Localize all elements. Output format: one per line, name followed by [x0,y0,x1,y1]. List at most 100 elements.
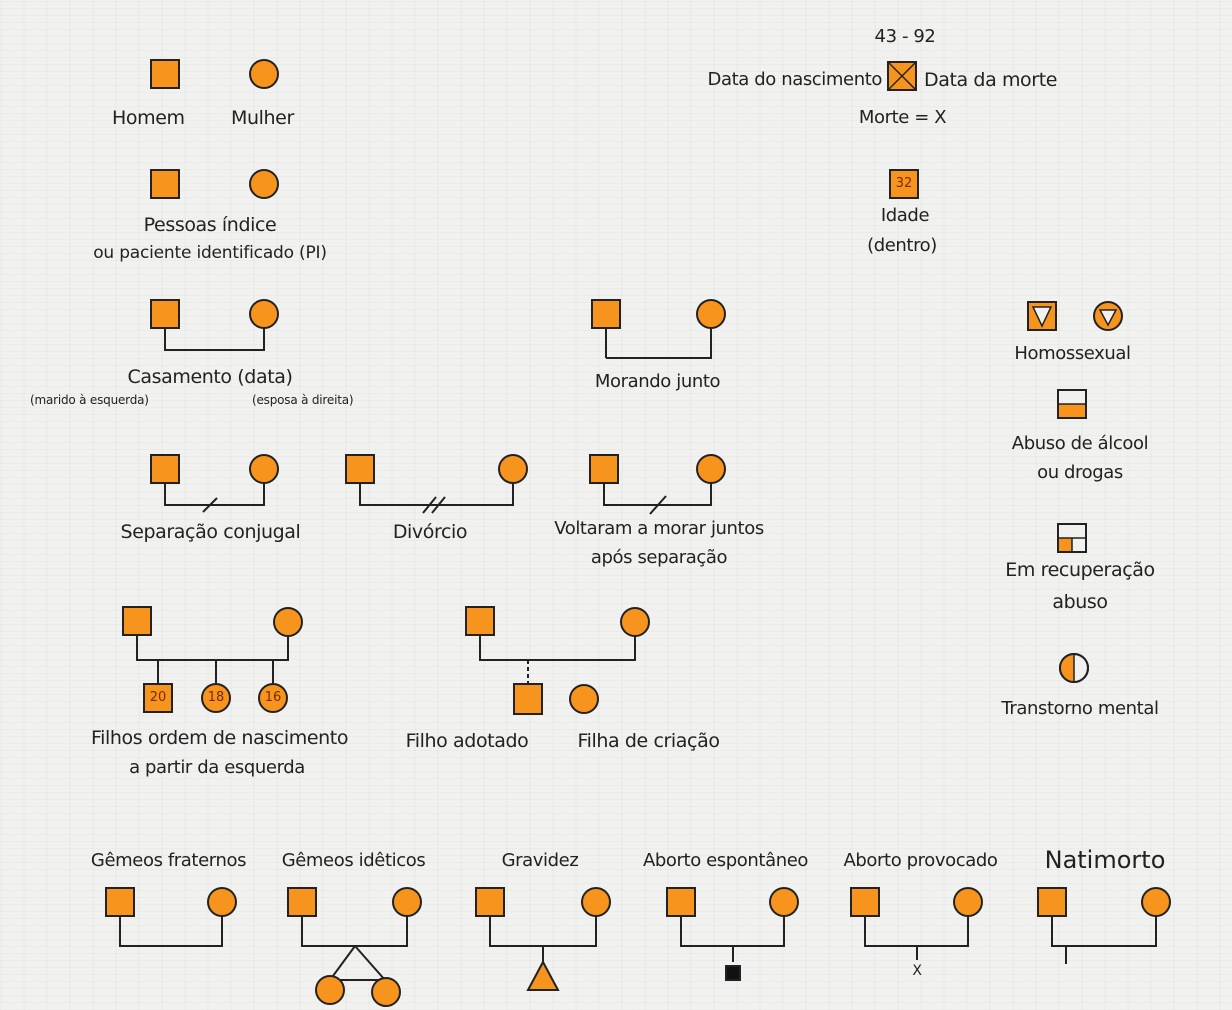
mental-disorder-outline [1059,653,1089,683]
index-female-symbol [249,169,279,199]
label-voltaram: Voltaram a morar juntos [554,518,764,539]
label-paciente-identificado: ou paciente identificado (PI) [93,243,327,263]
marriage-line [164,328,265,351]
homosexual-male-triangle [1031,306,1053,328]
children-mother [273,607,303,637]
label-abuso: Abuso de álcool [1011,433,1149,454]
twin-line-right [354,945,386,981]
identical-twin-2 [371,977,401,1007]
child-3-age: 16 [264,690,282,705]
miscarriage-square [725,965,741,981]
death-x-line-2 [887,61,917,91]
divorce-female [498,454,528,484]
divorce-slash-2 [431,496,446,514]
label-ou-drogas: ou drogas [1037,462,1123,483]
children-couple-line [136,635,289,661]
child-3-symbol [258,683,288,713]
label-separacao: Separação conjugal [120,521,301,543]
label-data-nascimento: Data do nascimento [707,69,883,90]
divorce-slash-1 [422,496,437,514]
homosexual-female-triangle [1098,309,1118,327]
adoptive-couple-line [479,635,636,661]
marriage-wife [249,299,279,329]
child-1-symbol [143,683,173,713]
pregnancy-triangle [526,959,560,991]
recovery-fill [1058,538,1072,552]
separation-male [150,454,180,484]
age-value: 32 [895,176,913,191]
label-aborto-espontaneo: Aborto espontâneo [642,850,809,871]
label-homossexual: Homossexual [1014,343,1131,364]
male-symbol [150,59,180,89]
cohabit-line [605,328,712,359]
child-1-age: 20 [149,690,167,705]
reunited-slash [649,495,667,515]
abortion-mother [953,887,983,917]
age-symbol [889,169,919,199]
label-dentro: (dentro) [867,235,937,256]
label-natimorto: Natimorto [1044,846,1166,874]
label-homem: Homem [112,107,185,129]
fraternal-twins-line [119,916,223,947]
adopted-son-symbol [513,683,543,715]
divorce-male [345,454,375,484]
adoptive-father [465,606,495,636]
label-esposa: (esposa à direita) [252,393,354,407]
separation-line [164,483,265,506]
separation-female [249,454,279,484]
abortion-x-mark: X [912,963,922,979]
reunited-male [589,454,619,484]
stillbirth-father [1037,887,1067,917]
label-pessoas-indice: Pessoas índice [143,214,277,236]
abortion-line [864,916,969,947]
female-symbol [249,59,279,89]
label-apos-separacao: após separação [590,547,728,568]
reunited-female [696,454,726,484]
label-data-morte: Data da morte [924,69,1058,91]
label-a-partir-esquerda: a partir da esquerda [129,757,305,778]
label-filho-adotado: Filho adotado [405,730,529,752]
pregnancy-mother [581,887,611,917]
cohabit-male [591,299,621,329]
foster-daughter-symbol [569,684,599,714]
separation-slash [202,497,218,513]
fraternal-twins-father [105,887,135,917]
label-divorcio: Divórcio [392,521,468,543]
stillbirth-mother [1141,887,1171,917]
label-filha-criacao: Filha de criação [577,730,720,752]
label-mulher: Mulher [231,107,294,129]
abortion-father [850,887,880,917]
marriage-husband [150,299,180,329]
index-male-symbol [150,169,180,199]
label-aborto-provocado: Aborto provocado [843,850,998,871]
label-morando-junto: Morando junto [594,371,721,392]
label-gemeos-fraternos: Gêmeos fraternos [90,850,247,871]
divorce-line [359,483,514,506]
adoptive-mother [620,607,650,637]
label-recuperacao-abuso: abuso [1052,591,1108,613]
label-gravidez: Gravidez [501,850,579,871]
identical-twins-line [301,916,408,947]
child-2-symbol [201,683,231,713]
miscarriage-father [666,887,696,917]
label-marido: (marido à esquerda) [30,393,149,407]
stillbirth-line [1051,916,1157,947]
label-idade: Idade [880,205,930,226]
label-filhos-ordem: Filhos ordem de nascimento [90,727,349,749]
abuse-outline [1057,389,1087,419]
label-transtorno: Transtorno mental [1001,698,1159,719]
children-father [122,606,152,636]
label-recuperacao: Em recuperação [1005,559,1155,581]
identical-twins-father [287,887,317,917]
mental-disorder-fill [1060,654,1074,682]
twin-line-left [329,945,356,981]
miscarriage-line [680,916,785,947]
child-2-age: 18 [207,690,225,705]
miscarriage-mother [769,887,799,917]
pregnancy-father [475,887,505,917]
label-casamento: Casamento (data) [127,366,293,388]
abuse-fill [1058,404,1086,418]
identical-twin-1 [315,975,345,1005]
identical-twins-mother [392,887,422,917]
